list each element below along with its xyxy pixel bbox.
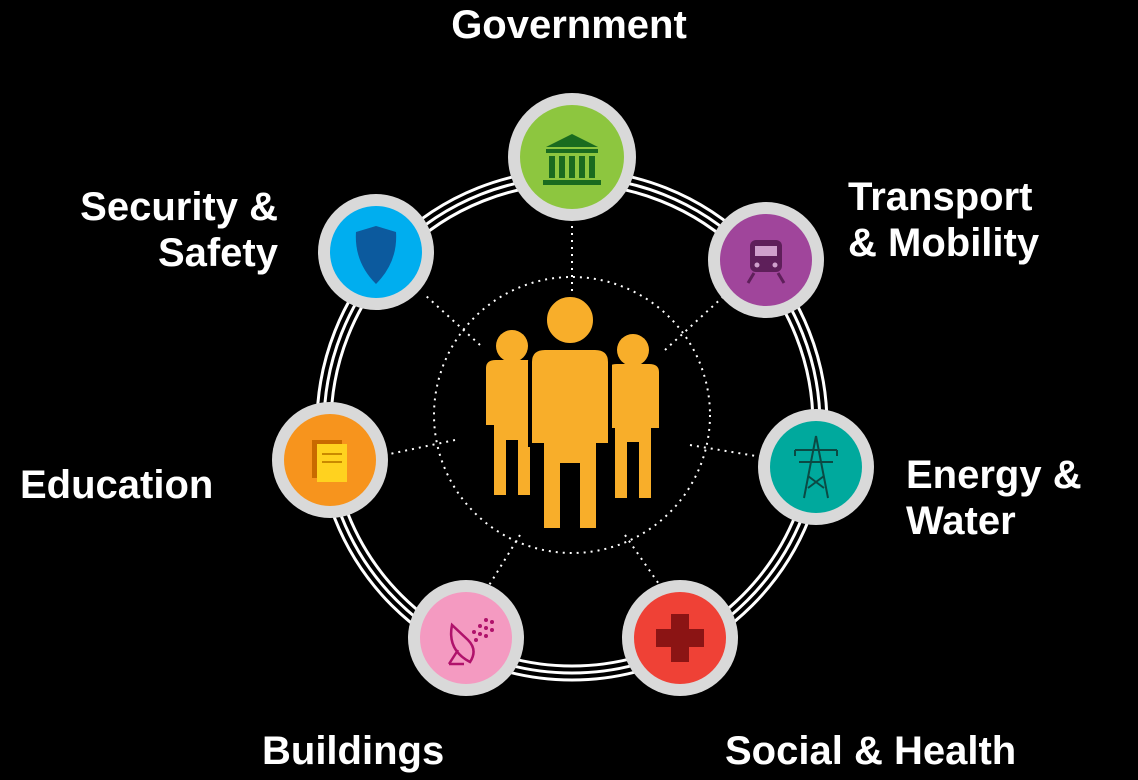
center-circle (433, 276, 711, 554)
label-government-line1: Government (451, 3, 687, 47)
train-icon (746, 240, 786, 284)
label-education: Education (20, 462, 213, 508)
satellite-dish-icon (447, 622, 475, 666)
label-education-line1: Education (20, 463, 214, 507)
label-energy-line2: Water (906, 499, 1016, 543)
label-buildings-line1: Buildings (262, 729, 445, 773)
node-education (272, 402, 388, 518)
label-social-health: Social & Health (725, 728, 1016, 774)
label-government: Government (0, 2, 1138, 48)
label-transport: Transport & Mobility (848, 174, 1039, 266)
node-buildings (408, 580, 524, 696)
people-group-icon (486, 293, 659, 532)
government-building-icon (543, 134, 601, 185)
label-energy: Energy & Water (906, 452, 1082, 544)
node-security (318, 194, 434, 310)
node-government (508, 93, 636, 221)
label-social-health-line1: Social & Health (725, 729, 1017, 773)
police-shield-icon (355, 226, 397, 284)
node-transport (708, 202, 824, 318)
label-security-line2: Safety (157, 231, 278, 275)
label-security-line1: Security & (80, 185, 278, 229)
label-transport-line2: & Mobility (848, 221, 1040, 265)
label-transport-line1: Transport (848, 175, 1033, 219)
medical-cross-icon (656, 614, 704, 662)
books-icon (312, 440, 347, 482)
label-buildings: Buildings (262, 728, 444, 774)
label-energy-line1: Energy & (906, 453, 1082, 497)
node-social-health (622, 580, 738, 696)
node-energy (758, 409, 874, 525)
power-pylon-icon (794, 435, 838, 499)
label-security: Security & Safety (80, 184, 278, 276)
